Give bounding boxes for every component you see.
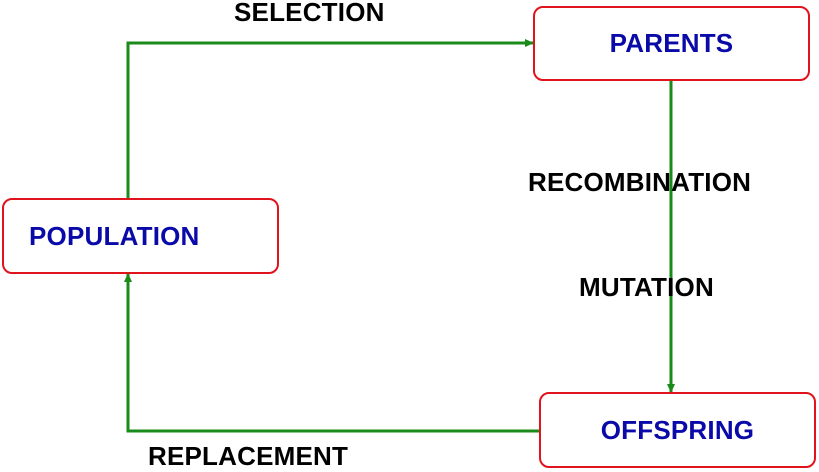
mutation-label: MUTATION [579,272,714,302]
population-label: POPULATION [29,220,200,251]
population-node: POPULATION [2,198,279,274]
replacement-label: REPLACEMENT [148,441,349,471]
selection-arrow [126,39,534,198]
replacement-arrow [124,273,539,433]
parents-node: PARENTS [533,6,810,81]
selection-label: SELECTION [234,0,385,27]
parents-label: PARENTS [609,28,734,58]
offspring-node: OFFSPRING [539,392,816,468]
recombination-label: RECOMBINATION [528,167,752,197]
offspring-label: OFFSPRING [600,414,755,445]
